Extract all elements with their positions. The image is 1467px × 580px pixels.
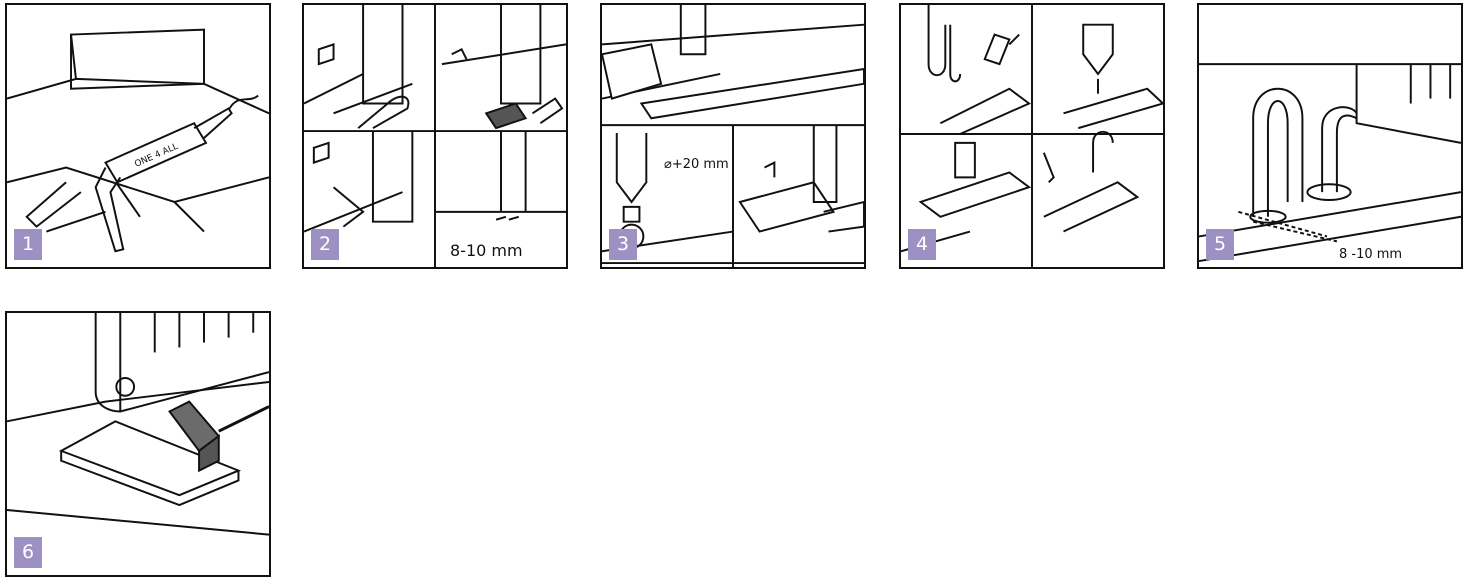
step-3-panel: ⌀+20 mm 3 [600,3,866,269]
step-number-badge: 2 [311,229,339,260]
step-4-panel: 4 [899,3,1165,269]
diameter-label: ⌀+20 mm [664,157,729,172]
step-6-panel: 6 [5,311,271,577]
pipe-gap-illustration [1199,5,1461,267]
step-5-panel: 8 -10 mm 5 [1197,3,1463,269]
gap-measurement-label: 8 -10 mm [1339,247,1402,262]
mark-and-cut-illustration [901,5,1163,267]
hammer-tap-illustration [7,313,269,575]
spacer-placement-illustration [304,5,566,267]
step-number-badge: 1 [14,229,42,260]
step-2-panel: 8-10 mm 2 [302,3,568,269]
drilling-illustration [602,5,864,267]
step-number-badge: 5 [1206,229,1234,260]
step-number-badge: 6 [14,537,42,568]
step-number-badge: 4 [908,229,936,260]
gap-measurement-label: 8-10 mm [450,241,523,260]
step-1-panel: ONE 4 ALL 1 [5,3,271,269]
adhesive-gun-illustration: ONE 4 ALL [7,5,269,267]
step-number-badge: 3 [609,229,637,260]
